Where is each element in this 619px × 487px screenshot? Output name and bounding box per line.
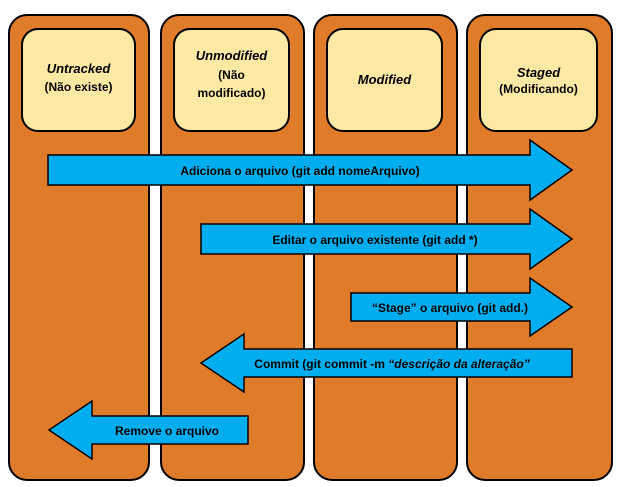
state-modified: Modified [326, 28, 443, 132]
arrow-add-file: Adiciona o arquivo (git add nomeArquivo) [47, 138, 574, 202]
svg-text:Commit (git commit -m “descriç: Commit (git commit -m “descrição da alte… [254, 357, 529, 371]
state-untracked-title: Untracked [47, 61, 112, 76]
state-staged: Staged (Modificando) [479, 28, 598, 132]
arrow-add-file-label: Adiciona o arquivo (git add nomeArquivo) [180, 164, 419, 178]
state-staged-title: Staged [517, 65, 561, 80]
state-modified-title: Modified [358, 72, 412, 87]
arrow-commit-label-italic: “descrição da alteração” [388, 357, 529, 371]
state-unmodified-title: Unmodified [196, 48, 269, 63]
state-unmodified-subtitle-1: (Não [218, 68, 245, 82]
state-unmodified: Unmodified (Não modificado) [173, 28, 290, 132]
arrow-remove-file-label: Remove o arquivo [115, 424, 219, 438]
arrow-stage-file-label: “Stage” o arquivo (git add.) [372, 301, 528, 315]
arrow-remove-file: Remove o arquivo [47, 399, 249, 461]
state-untracked-subtitle: (Não existe) [44, 80, 112, 94]
arrow-edit-file: Editar o arquivo existente (git add *) [200, 207, 574, 271]
arrow-edit-file-label: Editar o arquivo existente (git add *) [272, 233, 477, 247]
state-unmodified-subtitle-2: modificado) [198, 86, 266, 100]
state-untracked: Untracked (Não existe) [21, 28, 136, 132]
state-staged-subtitle: (Modificando) [499, 82, 578, 96]
arrow-stage-file: “Stage” o arquivo (git add.) [350, 276, 574, 338]
arrow-commit-label: Commit (git commit -m [254, 357, 388, 371]
arrow-commit: Commit (git commit -m “descrição da alte… [199, 332, 573, 394]
